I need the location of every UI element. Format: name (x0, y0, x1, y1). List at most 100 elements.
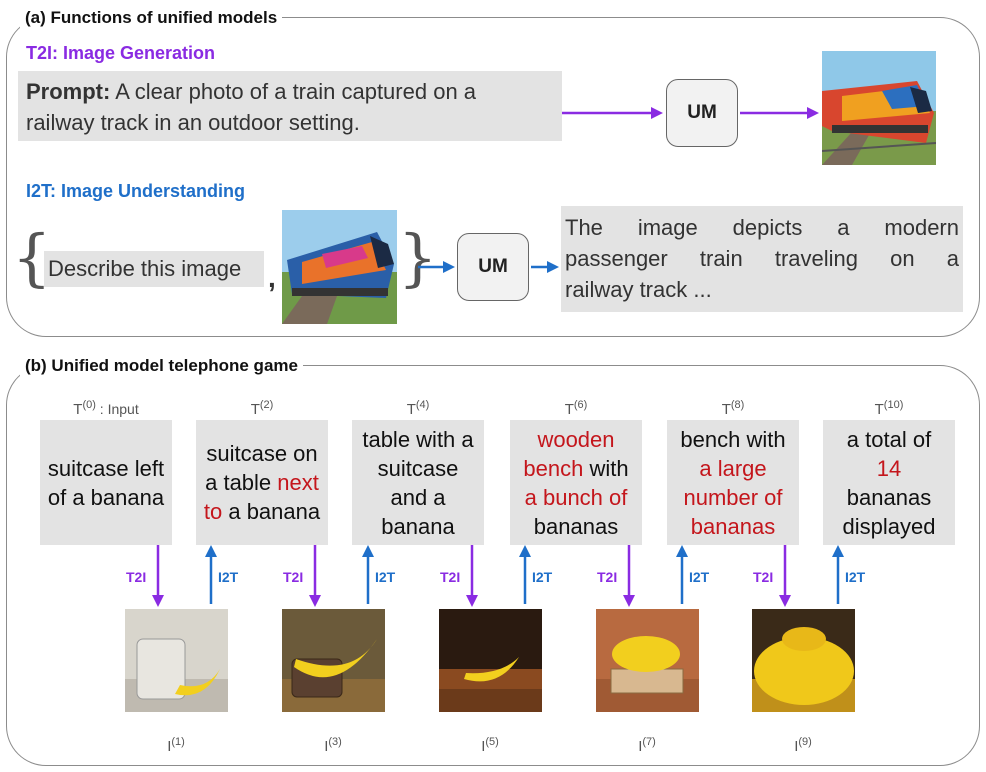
um-box-generation: UM (666, 79, 738, 147)
describe-prompt-box: Describe this image (44, 251, 264, 287)
text-node-index: (10) (883, 399, 904, 411)
text-line: 14 (823, 454, 955, 483)
image-node-letter: I (481, 738, 486, 755)
text-node-letter: T (406, 401, 416, 418)
text-segment: table with a (362, 426, 474, 452)
image-node-index: (3) (328, 736, 342, 748)
generated-image (752, 609, 855, 712)
image-node-label: I(1) (146, 736, 206, 755)
describe-text: Describe this image (48, 256, 242, 281)
text-segment: of a banana (47, 484, 165, 510)
bench-shape (610, 668, 684, 694)
text-node-label: T(0) : Input (26, 399, 186, 418)
changed-text-segment: next (277, 470, 319, 495)
image-node-label: I(9) (773, 736, 833, 755)
image-node-index: (5) (485, 736, 499, 748)
text-node-index: (2) (259, 399, 274, 411)
generated-train-image (822, 51, 936, 165)
banana-shape (294, 639, 377, 678)
text-node-index: (6) (573, 399, 588, 411)
text-node-label: T(10) (809, 399, 969, 418)
text-node-label: T(8) (653, 399, 813, 418)
image-node-label: I(3) (303, 736, 363, 755)
changed-text-segment: a bunch of (524, 484, 628, 510)
text-line: bananas (510, 512, 642, 541)
text-node-suffix: : Input (95, 401, 139, 417)
i2t-arrow-label: I2T (218, 569, 239, 585)
text-node-label: T(2) (182, 399, 342, 418)
text-line: to a banana (196, 497, 328, 526)
text-node-label: T(4) (338, 399, 498, 418)
changed-text-segment: a large (699, 455, 767, 481)
t2i-arrow-label: T2I (597, 569, 618, 585)
image-node-index: (1) (171, 736, 185, 748)
text-line: bananas (667, 512, 799, 541)
text-node-letter: T (721, 401, 731, 418)
i2t-arrow-label: I2T (375, 569, 396, 585)
text-node-label: T(6) (496, 399, 656, 418)
changed-text-segment: to (203, 499, 223, 524)
text-node-index: (8) (730, 399, 745, 411)
text-line: suitcase (352, 454, 484, 483)
t2i-arrow-label: T2I (283, 569, 304, 585)
um-label-2: UM (478, 256, 508, 277)
text-line: a large (667, 454, 799, 483)
panel-telephone-game (6, 365, 980, 766)
response-line-3: railway track ... (565, 277, 712, 302)
response-line-1: The image depicts a modern (565, 215, 959, 240)
text-segment: suitcase on (206, 441, 318, 466)
um-box-understanding: UM (457, 233, 529, 301)
t2i-arrow-label: T2I (753, 569, 774, 585)
text-node-letter: T (73, 401, 83, 418)
response-line-2: passenger train traveling on a (565, 246, 959, 271)
generated-image (125, 609, 228, 712)
image-node-letter: I (324, 738, 329, 755)
right-brace-icon: } (398, 221, 438, 294)
prompt-bold-label: Prompt: (26, 79, 111, 104)
t2i-arrow-label: T2I (126, 569, 147, 585)
text-segment: suitcase (377, 455, 459, 481)
text-node-letter: T (250, 401, 260, 418)
i2t-arrow-label: I2T (532, 569, 553, 585)
text-line: of a banana (40, 483, 172, 512)
generated-image (596, 609, 699, 712)
text-line: suitcase on (196, 439, 328, 468)
i2t-response-box: The image depicts a modern passenger tra… (561, 206, 963, 312)
image-node-letter: I (794, 738, 799, 755)
text-node-box: suitcase left of a banana (40, 420, 172, 545)
image-node-label: I(7) (617, 736, 677, 755)
text-node-box: bench with a large number of bananas (667, 420, 799, 545)
text-node-index: (0) (82, 399, 96, 411)
text-node-index: (4) (415, 399, 430, 411)
text-node-letter: T (874, 401, 884, 418)
text-line: a bunch of (510, 483, 642, 512)
i2t-arrow-label: I2T (845, 569, 866, 585)
text-line: suitcase left (40, 454, 172, 483)
changed-text-segment: 14 (876, 455, 902, 481)
changed-text-segment: wooden (537, 426, 615, 452)
text-line: a table next (196, 468, 328, 497)
text-segment: displayed (842, 513, 936, 539)
comma-separator: , (268, 262, 276, 293)
changed-text-segment: number of (683, 484, 783, 510)
image-node-index: (7) (642, 736, 656, 748)
image-node-letter: I (638, 738, 643, 755)
t2i-arrow-label: T2I (440, 569, 461, 585)
text-segment: suitcase left (47, 455, 165, 481)
changed-text-segment: bananas (690, 513, 776, 539)
text-segment: bananas (846, 484, 932, 510)
text-line: table with a (352, 425, 484, 454)
i2t-arrow-label: I2T (689, 569, 710, 585)
text-line: number of (667, 483, 799, 512)
banana-pile-top (782, 627, 826, 651)
text-line: a total of (823, 425, 955, 454)
prompt-text-2: railway track in an outdoor setting. (26, 110, 360, 135)
generated-image (282, 609, 385, 712)
text-segment: bananas (533, 513, 619, 539)
text-segment: a table (205, 470, 278, 495)
banana-bunch-shape (612, 636, 680, 672)
text-segment: bench with (680, 426, 786, 452)
